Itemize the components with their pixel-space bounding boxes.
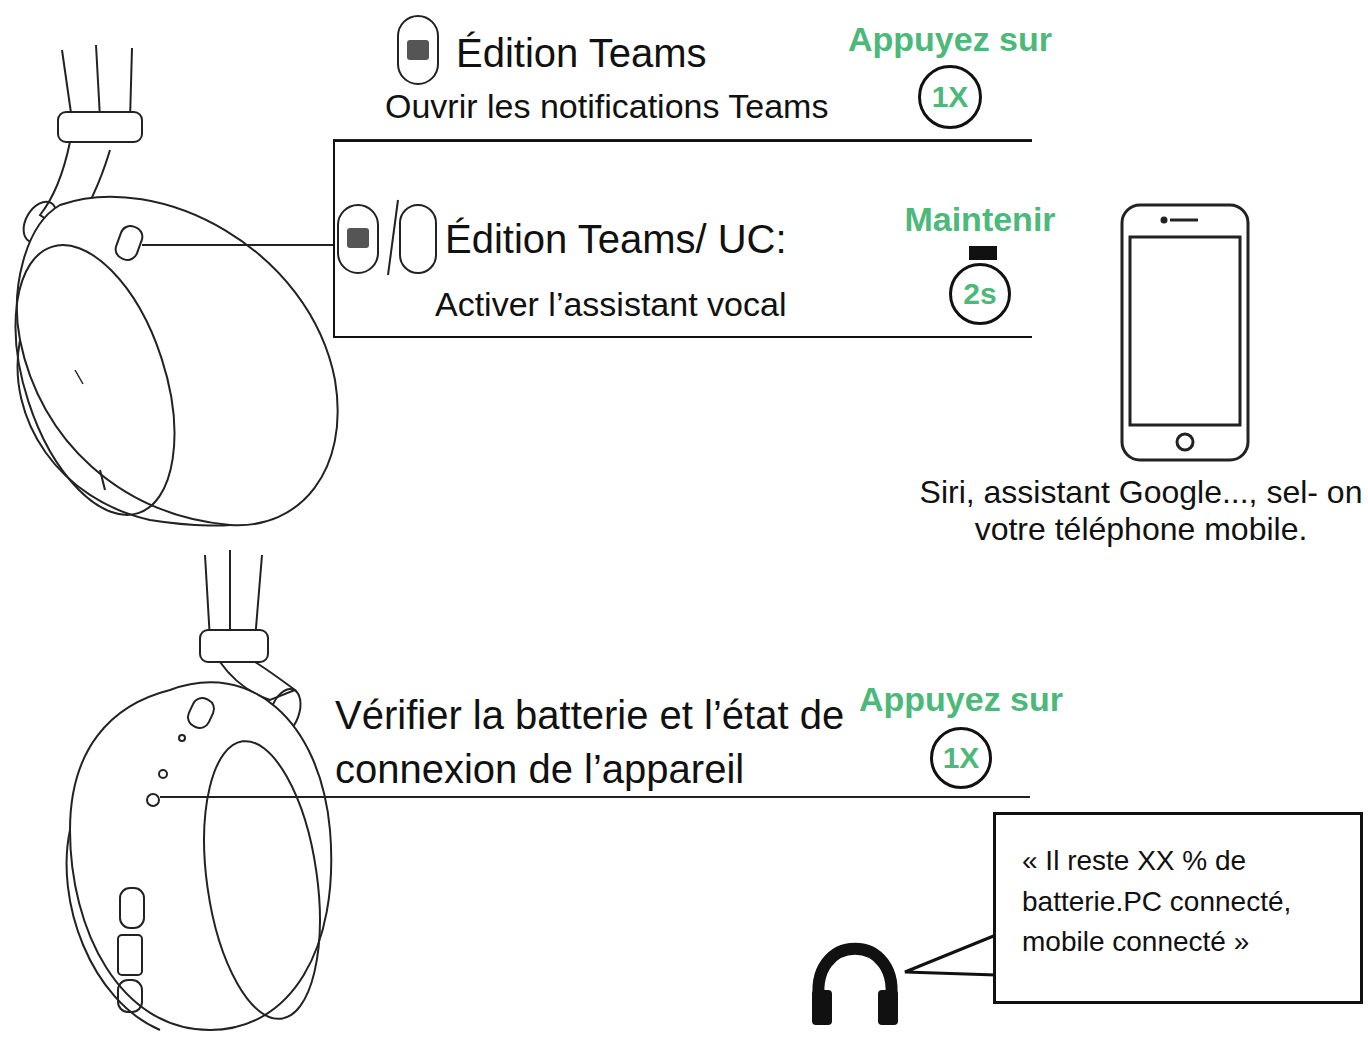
count-circle: 1X bbox=[930, 727, 992, 789]
count-circle: 2s bbox=[949, 263, 1011, 325]
speech-bubble: « Il reste XX % de batterie.PC connecté,… bbox=[993, 812, 1363, 1004]
note: Ouvrir les notifications Teams bbox=[385, 87, 828, 126]
count-circle: 1X bbox=[918, 65, 982, 129]
box-title: Édition Teams/ UC: bbox=[445, 216, 787, 262]
box-body: Activer l’assistant vocal bbox=[435, 285, 786, 324]
hold-2s: Maintenir 2s bbox=[855, 200, 1105, 325]
press-once: Appuyez sur 1X bbox=[836, 680, 1086, 789]
phone bbox=[1122, 205, 1248, 460]
button-icons bbox=[338, 200, 436, 275]
teams-uc-box: Édition Teams/ UC: Activer l’assistant vo… bbox=[333, 140, 1032, 338]
stopwatch-knob bbox=[969, 246, 997, 260]
note: Siri, assistant Google..., sel- on votre… bbox=[915, 474, 1367, 548]
edition-label: Édition Teams bbox=[456, 30, 707, 76]
press-once: Appuyez sur 1X bbox=[825, 20, 1075, 129]
action-label: Appuyez sur bbox=[836, 680, 1086, 719]
count-text: 1X bbox=[943, 743, 980, 773]
function-label: Vérifier la batterie et l’état de connex… bbox=[335, 688, 855, 796]
headset-top bbox=[0, 45, 338, 535]
count-text: 1X bbox=[932, 82, 969, 112]
bubble-tail bbox=[905, 935, 996, 975]
action-label: Maintenir bbox=[855, 200, 1105, 239]
bubble-text: « Il reste XX % de batterie.PC connecté,… bbox=[1022, 841, 1340, 963]
count-text: 2s bbox=[963, 279, 996, 309]
headset-bottom bbox=[67, 550, 1030, 1030]
teams-button-icon bbox=[398, 16, 438, 84]
headphone-icon bbox=[812, 949, 898, 1025]
action-label: Appuyez sur bbox=[825, 20, 1075, 59]
